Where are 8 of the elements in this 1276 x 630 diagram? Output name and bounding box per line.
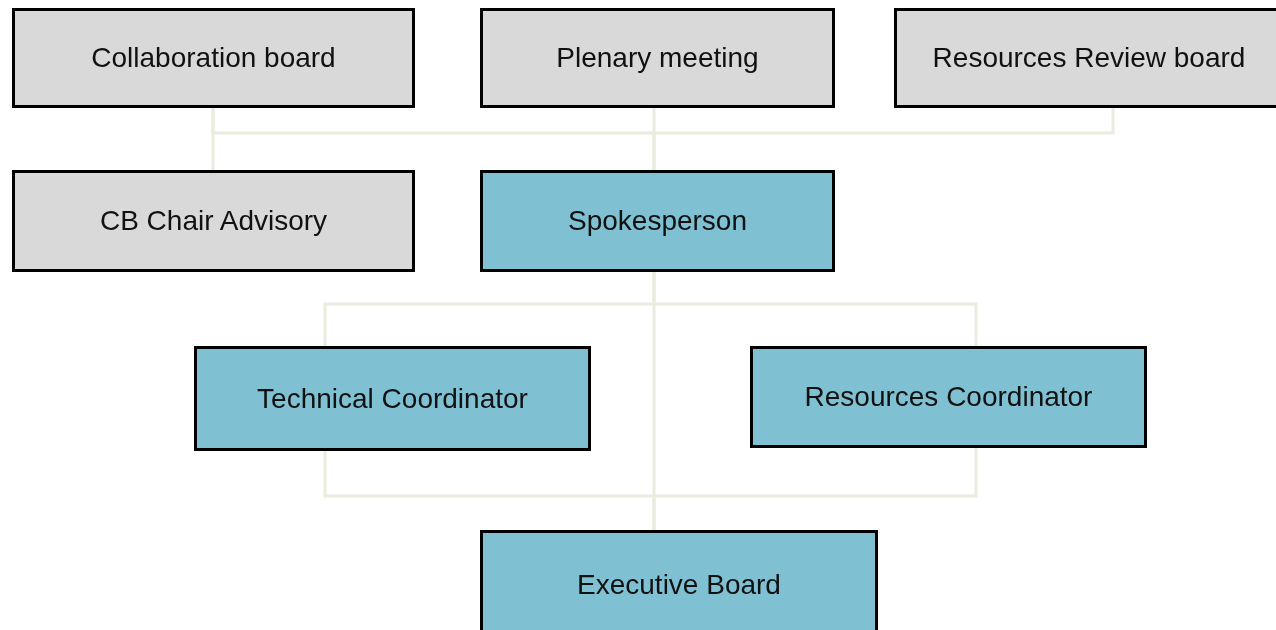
board-box: Resources Review board — [894, 8, 1276, 108]
role-box: Spokesperson — [480, 170, 835, 272]
board-box: Collaboration board — [12, 8, 415, 108]
role-box: Technical Coordinator — [194, 346, 591, 451]
board-box: CB Chair Advisory — [12, 170, 415, 272]
role-box: Resources Coordinator — [750, 346, 1147, 448]
board-box: Plenary meeting — [480, 8, 835, 108]
role-box: Executive Board — [480, 530, 878, 630]
